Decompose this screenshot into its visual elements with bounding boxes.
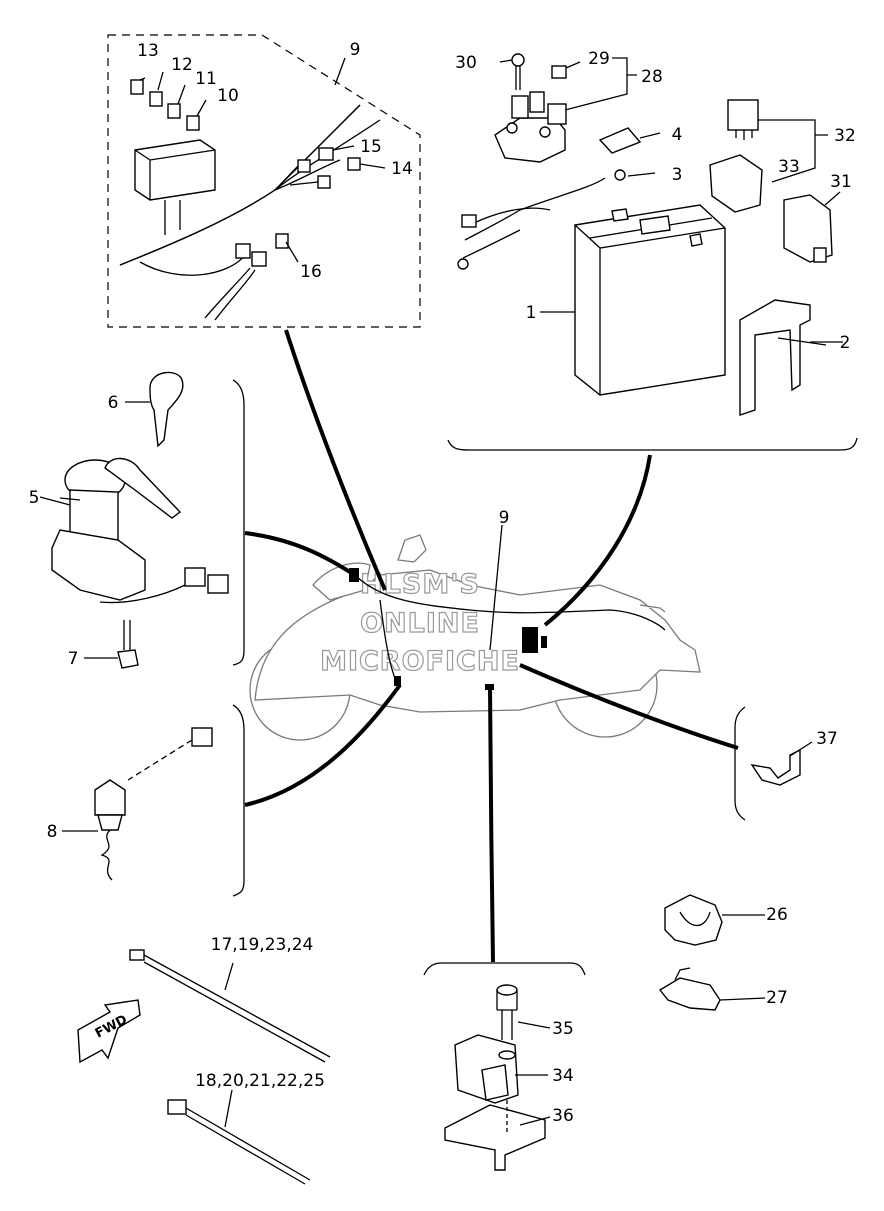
ignition-group: [39, 371, 245, 669]
fuse-11: [167, 103, 181, 119]
callout-28: 28: [641, 67, 663, 87]
cable-tie-long: [129, 949, 145, 961]
callout-8: 8: [47, 822, 58, 842]
cable-tie-short: [167, 1099, 187, 1115]
callout-9-top: 9: [350, 40, 361, 60]
harness-connector-front: [349, 568, 359, 582]
relay-32: [727, 99, 759, 131]
callout-12: 12: [171, 55, 193, 75]
fuse-box: [134, 139, 216, 201]
harness-leader: [284, 329, 387, 591]
harness-plug-b: [251, 251, 267, 267]
callout-1: 1: [526, 303, 537, 323]
callout-36: 36: [552, 1106, 574, 1126]
callout-27: 27: [766, 988, 788, 1008]
fuse-10: [186, 115, 200, 131]
callout-7: 7: [68, 649, 79, 669]
relay-holder-33: [709, 154, 763, 213]
fuse-29: [551, 65, 567, 79]
battery-group: [447, 53, 858, 451]
ignition-connector-b: [207, 574, 229, 594]
key: [149, 371, 184, 448]
terminal-cover: [598, 127, 642, 154]
harness-relay-block: [522, 627, 538, 653]
neutral-switch-group: [62, 704, 245, 897]
connector-16: [275, 233, 289, 249]
harness-plug-a: [235, 243, 251, 259]
battery-band: [739, 299, 811, 416]
watermark: HLSM'S ONLINE MICROFICHE: [319, 568, 520, 677]
ignition-leader: [244, 531, 357, 577]
connector-14: [347, 157, 361, 171]
neutral-switch: [94, 779, 126, 816]
fuse-13: [130, 79, 144, 95]
callout-31: 31: [830, 172, 852, 192]
callout-16: 16: [300, 262, 322, 282]
callout-14: 14: [391, 159, 413, 179]
ignition-connector-a: [184, 567, 206, 587]
callout-6: 6: [108, 393, 119, 413]
callout-11: 11: [195, 69, 217, 89]
connector-15: [318, 147, 334, 161]
neutral-switch-leader: [244, 683, 402, 807]
clamp-27: [658, 977, 721, 1011]
callout-29: 29: [588, 49, 610, 69]
sensor-group: [423, 962, 586, 1171]
callout-34: 34: [552, 1066, 574, 1086]
fwd-arrow-icon: [77, 999, 141, 1064]
sensor-leader: [488, 687, 495, 963]
callout-18-20-21-22-25: 18,20,21,22,25: [195, 1071, 325, 1091]
relay-31: [783, 194, 833, 263]
callout-35: 35: [552, 1019, 574, 1039]
callout-33: 33: [778, 157, 800, 177]
callout-15: 15: [360, 137, 382, 157]
bolt-30: [511, 53, 525, 67]
watermark-line-2: ONLINE: [360, 608, 480, 639]
group-leaders: [244, 329, 739, 963]
callout-32: 32: [834, 126, 856, 146]
bolt-7: [117, 649, 139, 669]
watermark-line-3: MICROFICHE: [320, 646, 520, 677]
callout-26: 26: [766, 905, 788, 925]
battery-leader: [543, 454, 652, 627]
callout-3: 3: [672, 165, 683, 185]
callout-10: 10: [217, 86, 239, 106]
bracket-leader: [519, 663, 739, 750]
callout-37: 37: [816, 729, 838, 749]
battery: [574, 204, 726, 396]
clamps: [658, 894, 766, 1011]
clamp-26: [664, 894, 723, 946]
callout-17-19-23-24: 17,19,23,24: [211, 935, 314, 955]
callout-4: 4: [672, 125, 683, 145]
callout-9-center: 9: [499, 508, 510, 528]
callout-5: 5: [29, 488, 40, 508]
callout-13: 13: [137, 41, 159, 61]
fuse-12: [149, 91, 163, 107]
bolt-35: [496, 984, 518, 996]
bracket-36: [444, 1104, 546, 1171]
callout-2: 2: [840, 333, 851, 353]
callout-30: 30: [455, 53, 477, 73]
cable-ties: FWD: [77, 949, 331, 1185]
callout-labels: 9 13 12 11 10 15 14 16 30 29 28 4 3 1 2 …: [29, 40, 856, 1126]
neutral-connector: [191, 727, 213, 747]
bracket-37: [750, 748, 801, 786]
bracket-37-group: [734, 706, 813, 821]
wire-harness-group: [107, 34, 421, 328]
ignition-key-inserted: [104, 457, 182, 519]
